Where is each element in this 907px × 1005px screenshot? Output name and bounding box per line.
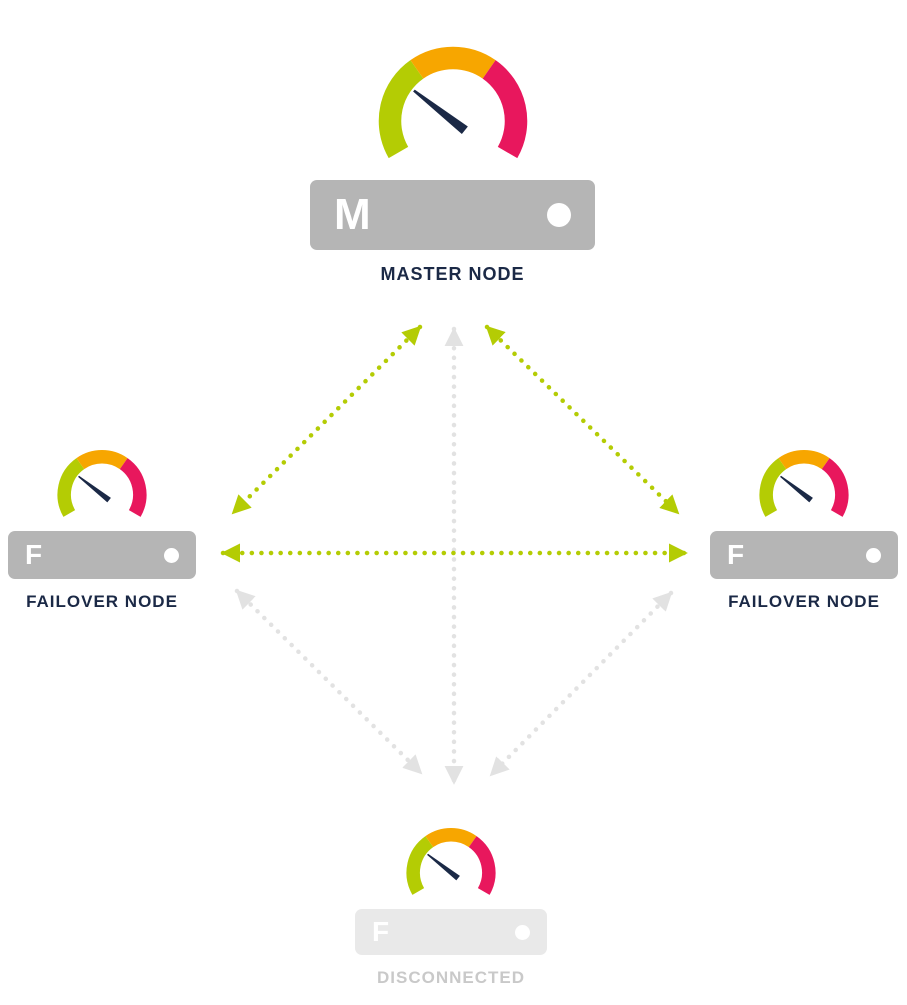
gauge-arc-orange <box>76 450 128 470</box>
status-dot <box>866 547 881 563</box>
status-dot <box>164 547 179 563</box>
link-failover-right-disconnected <box>488 590 674 778</box>
failover-node-right: F FAILOVER NODE <box>710 444 898 612</box>
gauge-arc-orange <box>425 828 477 848</box>
gauge-arc-orange <box>409 46 496 79</box>
status-dot <box>515 924 530 940</box>
gauge-arc-green <box>759 458 787 517</box>
master-node: M MASTER NODE <box>310 37 595 285</box>
gauge-arc-pink <box>821 458 849 517</box>
gauge-icon <box>406 828 496 895</box>
gauge-arc-orange <box>778 450 830 470</box>
node-label: FAILOVER NODE <box>728 592 880 611</box>
gauge-icon <box>759 450 849 517</box>
node-label: FAILOVER NODE <box>26 592 178 611</box>
node-letter: F <box>372 916 390 947</box>
gauge-needle-icon <box>780 475 813 503</box>
gauge-arc-pink <box>468 836 496 895</box>
failover-node-box: F <box>8 531 196 579</box>
failover-node-left: F FAILOVER NODE <box>8 444 196 612</box>
link-failover-left-disconnected <box>234 588 424 776</box>
gauge-arc-green <box>406 836 434 895</box>
master-node-box: M <box>310 180 595 250</box>
status-dot <box>547 203 571 227</box>
node-label: MASTER NODE <box>380 264 525 284</box>
node-letter: F <box>25 539 43 570</box>
gauge-icon <box>378 46 527 159</box>
node-label: DISCONNECTED <box>376 968 525 987</box>
gauge-needle-icon <box>78 475 111 503</box>
gauge-arc-green <box>57 458 85 517</box>
gauge-arc-pink <box>119 458 147 517</box>
disconnected-node-box: F <box>355 909 547 955</box>
gauge-needle-icon <box>412 89 468 135</box>
disconnected-node: F DISCONNECTED <box>355 822 547 988</box>
link-master-failover-right <box>484 324 681 516</box>
node-letter: F <box>727 539 745 570</box>
failover-node-box: F <box>710 531 898 579</box>
link-master-failover-left <box>230 324 423 516</box>
node-letter: M <box>334 190 371 239</box>
gauge-needle-icon <box>427 853 460 881</box>
gauge-icon <box>57 450 147 517</box>
gauge-arc-green <box>378 60 424 159</box>
gauge-arc-pink <box>481 60 527 159</box>
